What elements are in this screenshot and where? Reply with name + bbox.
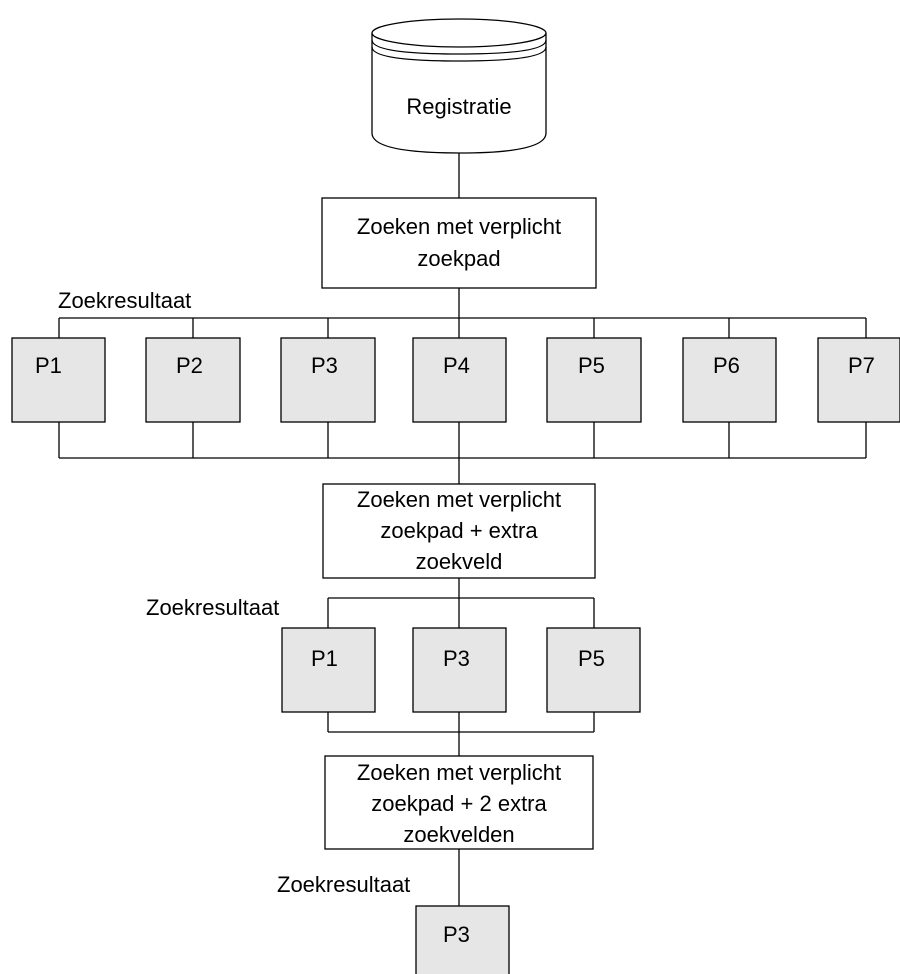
search-box-3-line-3: zoekvelden (403, 822, 514, 847)
result-label-2: Zoekresultaat (146, 595, 279, 620)
result-item-label: P1 (311, 646, 338, 671)
result-item-label: P3 (443, 922, 470, 947)
result-bus-1-drops (58, 318, 867, 338)
search-box-3-line-1: Zoeken met verplicht (357, 760, 561, 785)
result-item: P7 (817, 337, 900, 423)
search-box-2-line-3: zoekveld (416, 549, 503, 574)
search-box-1-frame (321, 197, 597, 289)
search-box-2-frame (322, 483, 596, 579)
result-item: P5 (546, 627, 641, 713)
result-item-label: P4 (443, 353, 470, 378)
search-box-1-line-1: Zoeken met verplicht (357, 214, 561, 239)
result-item: P6 (682, 337, 777, 423)
result-item: P2 (145, 337, 241, 423)
result-row-1: P1 P2 P3 P4 P5 P6 P7 (11, 337, 900, 423)
search-box-3-line-2: zoekpad + 2 extra (371, 791, 547, 816)
search-box-1: Zoeken met verplicht zoekpad (321, 197, 597, 289)
result-item: P5 (546, 337, 642, 423)
result-item-label: P2 (176, 353, 203, 378)
result-label-3: Zoekresultaat (277, 872, 410, 897)
search-box-3-frame (324, 755, 594, 850)
result-item-label: P3 (311, 353, 338, 378)
result-item-label: P6 (713, 353, 740, 378)
result-item-label: P7 (848, 353, 875, 378)
result-item: P3 (280, 337, 376, 423)
result-item: P4 (412, 337, 507, 423)
database-top (371, 18, 547, 48)
result-item: P3 (412, 627, 507, 713)
result-row-2: P1 P3 P5 (281, 627, 641, 713)
result-item: P1 (11, 337, 106, 423)
search-box-1-line-2: zoekpad (417, 246, 500, 271)
search-box-2: Zoeken met verplicht zoekpad + extra zoe… (322, 483, 596, 579)
result-bus-2-rises (327, 712, 595, 732)
database-ring-1 (371, 39, 547, 55)
result-item-label: P3 (443, 646, 470, 671)
result-bus-1-rises (58, 422, 867, 458)
result-item: P3 (415, 905, 510, 974)
search-box-2-line-2: zoekpad + extra (380, 518, 538, 543)
result-bus-2-drops (327, 598, 595, 628)
search-box-3: Zoeken met verplicht zoekpad + 2 extra z… (324, 755, 594, 850)
result-row-3: P3 (415, 905, 510, 974)
search-box-2-line-1: Zoeken met verplicht (357, 487, 561, 512)
result-label-1: Zoekresultaat (58, 288, 191, 313)
result-item-label: P5 (578, 646, 605, 671)
result-item: P1 (281, 627, 376, 713)
registry-label: Registratie (406, 94, 511, 119)
result-item-label: P1 (35, 353, 62, 378)
database-ring-2 (371, 46, 547, 62)
registry-database: Registratie (371, 18, 547, 154)
result-item-label: P5 (578, 353, 605, 378)
